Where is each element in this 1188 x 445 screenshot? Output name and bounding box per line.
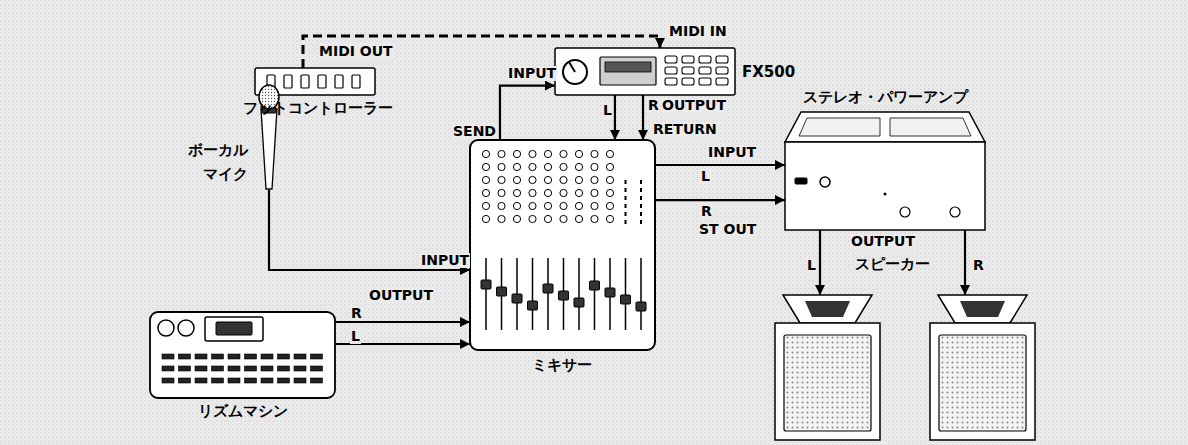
- port-label: RETURN: [652, 122, 718, 137]
- device-node: ステレオ・パワーアンプ: [785, 112, 985, 230]
- channel-label: R: [350, 306, 363, 321]
- device-node: ミキサー: [470, 140, 655, 350]
- device-illustration: [775, 295, 1035, 440]
- device-label: ミキサー: [532, 356, 592, 376]
- device-label: ボーカル マイク: [188, 138, 248, 186]
- channel-label: R: [700, 204, 713, 219]
- channel-label: R: [647, 98, 660, 113]
- audio-cable: [642, 95, 644, 140]
- audio-cable: [655, 199, 785, 201]
- device-illustration: [470, 140, 655, 350]
- audio-cable: [964, 230, 966, 295]
- audio-cable: [500, 86, 555, 140]
- port-label: INPUT: [420, 253, 470, 268]
- port-label: ST OUT: [698, 222, 757, 237]
- audio-cable: [269, 190, 470, 270]
- audio-cable: [819, 230, 821, 295]
- channel-label: L: [806, 258, 817, 273]
- port-label: OUTPUT: [661, 98, 727, 113]
- channel-label: L: [350, 329, 361, 344]
- device-node: リズムマシン: [150, 312, 335, 398]
- port-label: INPUT: [707, 145, 757, 160]
- port-label: MIDI OUT: [318, 44, 394, 59]
- port-label: OUTPUT: [368, 288, 434, 303]
- device-illustration: [150, 312, 335, 398]
- port-label: MIDI IN: [668, 24, 728, 39]
- device-label: フットコントローラー: [243, 99, 393, 119]
- audio-cable: [655, 164, 785, 166]
- port-label: SEND: [452, 124, 497, 139]
- device-label: FX500: [742, 63, 795, 83]
- device-illustration: [785, 112, 985, 230]
- channel-label: R: [972, 258, 985, 273]
- audio-cable: [614, 95, 616, 140]
- channel-label: L: [602, 103, 613, 118]
- device-label: スピーカー: [855, 255, 930, 275]
- device-label: ステレオ・パワーアンプ: [803, 88, 968, 108]
- device-label: リズムマシン: [198, 402, 288, 422]
- device-illustration: [555, 48, 735, 95]
- channel-label: L: [700, 169, 711, 184]
- port-label: INPUT: [507, 66, 557, 81]
- port-label: OUTPUT: [850, 234, 916, 249]
- device-node: FX500: [555, 48, 735, 95]
- device-node: スピーカー: [775, 295, 1035, 440]
